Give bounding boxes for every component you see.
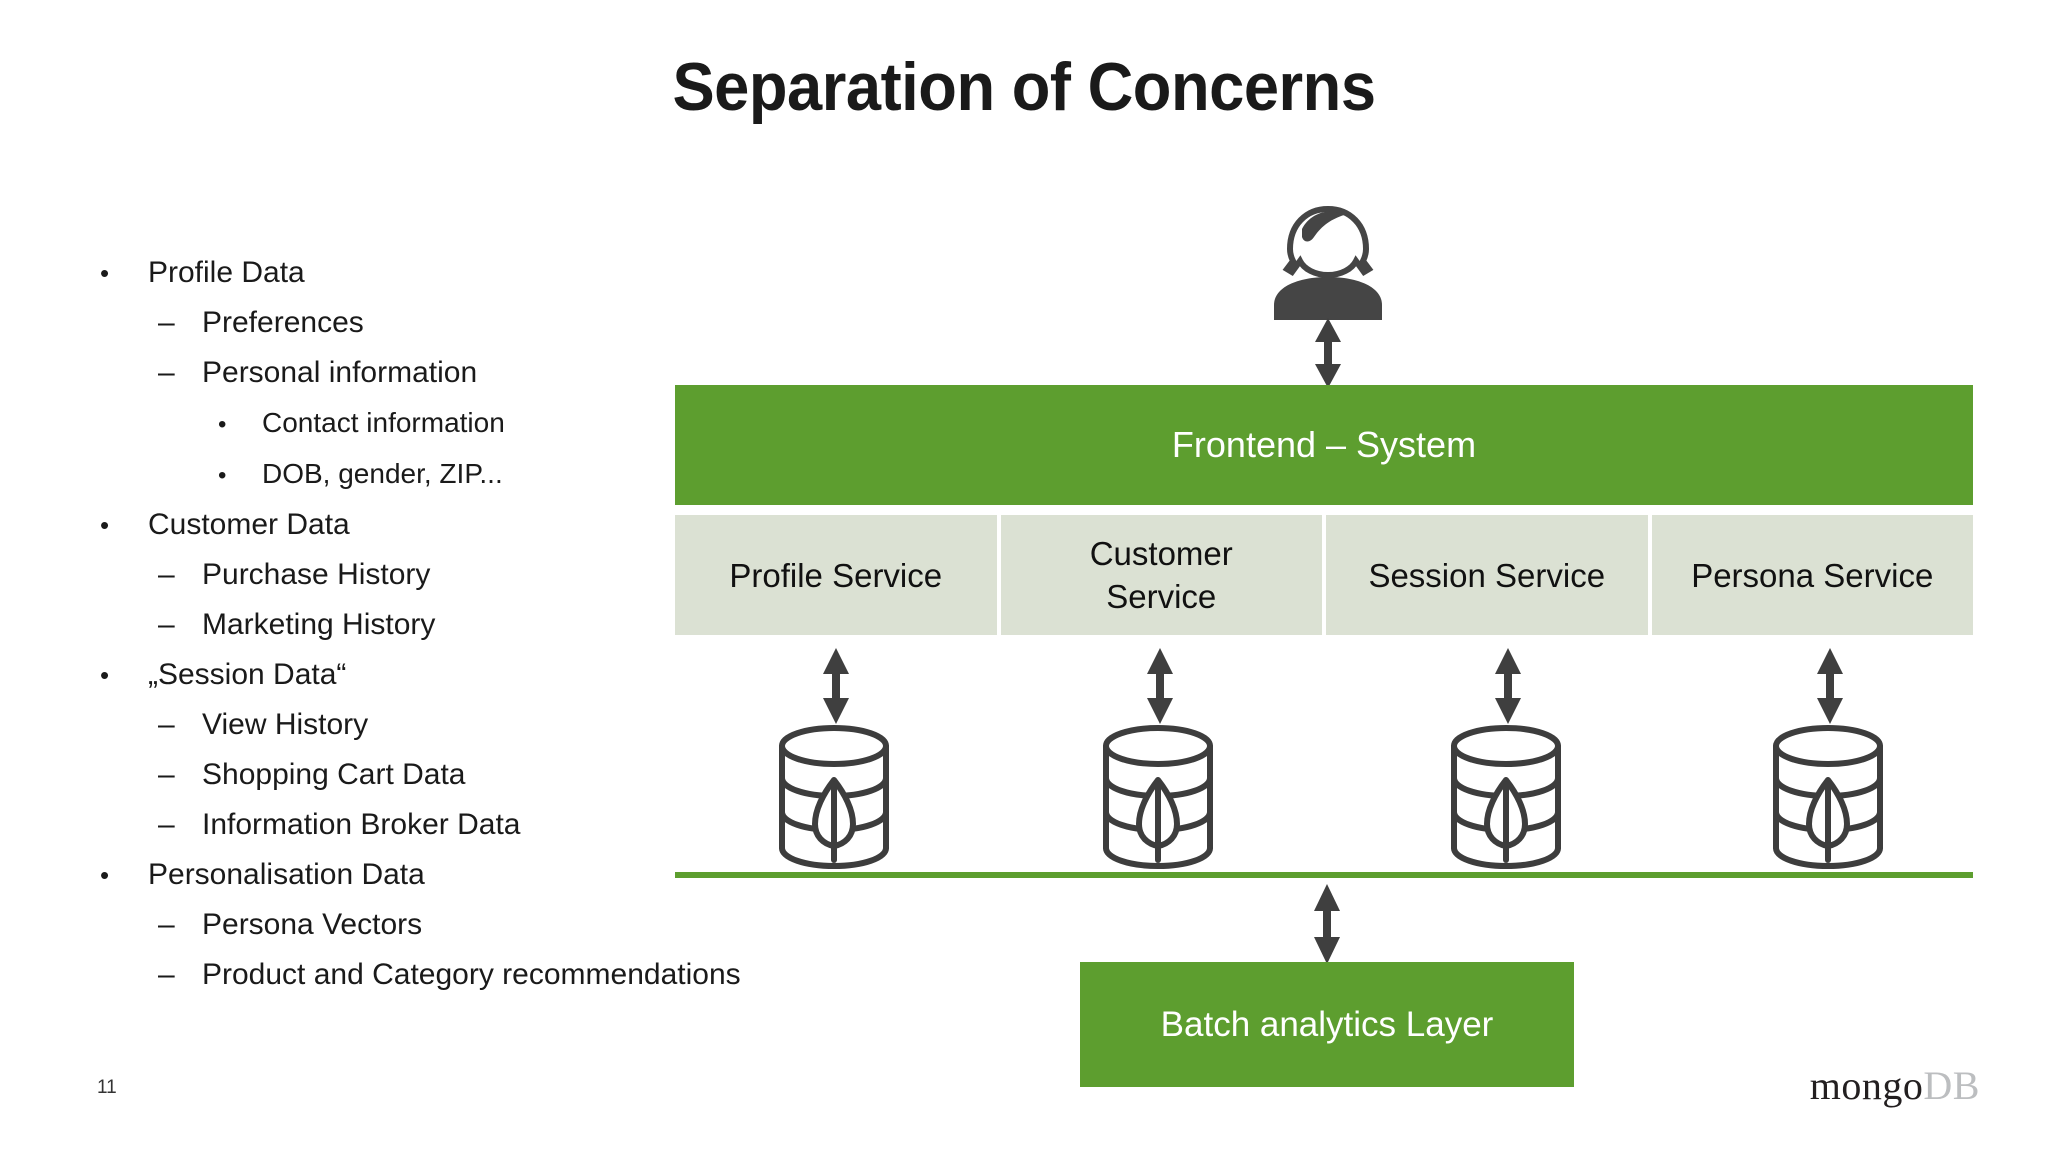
user-person-icon (1268, 195, 1388, 320)
bullet-item: –View History (100, 700, 900, 750)
logo-mongo-text: mongo (1809, 1063, 1924, 1108)
bullet-text: Persona Vectors (202, 908, 423, 941)
bullet-marker: • (100, 510, 110, 540)
batch-analytics-layer-box[interactable]: Batch analytics Layer (1080, 962, 1574, 1087)
data-layer-divider (675, 872, 1973, 878)
service-label-customer: Customer Service (1089, 535, 1233, 615)
bullet-item: • Contact information (100, 398, 900, 449)
bullet-marker: – (158, 958, 175, 991)
bullet-text: DOB, gender, ZIP... (262, 458, 503, 489)
service-label-session: Session Service (1368, 556, 1606, 594)
bullet-text: Marketing History (202, 608, 436, 641)
bullet-marker: • (218, 462, 227, 489)
bullet-text: „Session Data“ (148, 658, 347, 691)
frontend-system-label: Frontend – System (1171, 424, 1477, 465)
service-box-profile[interactable]: Profile Service (675, 515, 997, 635)
bullet-text: Shopping Cart Data (202, 758, 466, 791)
bullet-text: Information Broker Data (202, 808, 521, 841)
bullet-text: Preferences (202, 306, 364, 339)
mongodb-database-icon-customer (1099, 722, 1217, 872)
bullet-text: Personalisation Data (148, 858, 425, 891)
bullet-item: • Customer Data (100, 500, 900, 550)
bullet-text: Contact information (262, 407, 505, 438)
bullet-item: • DOB, gender, ZIP... (100, 449, 900, 500)
bullet-marker: – (158, 558, 175, 591)
bullet-marker: – (158, 306, 175, 339)
bullet-marker: – (158, 708, 175, 741)
bullet-text: View History (202, 708, 369, 741)
bullet-text: Purchase History (202, 558, 431, 591)
frontend-system-bar[interactable]: Frontend – System (675, 385, 1973, 505)
bullet-item: • „Session Data“ (100, 650, 900, 700)
bullet-marker: – (158, 908, 175, 941)
arrow-datalayer-to-batch (1309, 884, 1345, 969)
page-title: Separation of Concerns (672, 49, 1376, 125)
bullet-item: • Profile Data (100, 248, 900, 298)
batch-analytics-layer-label: Batch analytics Layer (1160, 1004, 1494, 1044)
bullet-item: • Personalisation Data (100, 850, 900, 900)
logo-db-text: DB (1923, 1063, 1980, 1108)
bullet-marker: • (100, 860, 110, 890)
service-box-customer[interactable]: Customer Service (1000, 515, 1322, 635)
mongodb-database-icon-persona (1769, 722, 1887, 872)
bullet-marker: • (218, 411, 227, 438)
arrow-session-service-to-db (1490, 648, 1526, 729)
service-row: Profile Service Customer Service Session… (675, 515, 1973, 635)
bullet-item: –Persona Vectors (100, 900, 900, 950)
arrow-customer-service-to-db (1142, 648, 1178, 729)
bullet-item: –Shopping Cart Data (100, 750, 900, 800)
bullet-marker: • (100, 258, 110, 288)
bullet-item: –Product and Category recommendations (100, 950, 900, 1000)
arrow-persona-service-to-db (1812, 648, 1848, 729)
bullet-item: –Personal information (100, 348, 900, 398)
bullet-text: Customer Data (148, 508, 350, 541)
bullet-marker: – (158, 758, 175, 791)
mongodb-logo: mongoDB (1810, 1062, 1980, 1109)
arrow-user-to-frontend (1310, 318, 1346, 393)
bullet-marker: – (158, 808, 175, 841)
bullet-text: Product and Category recommendations (202, 958, 741, 991)
mongodb-database-icon-profile (775, 722, 893, 872)
mongodb-database-icon-session (1447, 722, 1565, 872)
bullet-marker: – (158, 356, 175, 389)
bullet-item: –Information Broker Data (100, 800, 900, 850)
bullet-marker: – (158, 608, 175, 641)
service-label-profile: Profile Service (729, 556, 943, 594)
service-label-persona: Persona Service (1691, 556, 1934, 594)
page-number: 11 (97, 1077, 117, 1098)
service-box-persona[interactable]: Persona Service (1651, 515, 1973, 635)
bullet-list: •Profile Data–Preferences–Personal infor… (100, 248, 900, 1000)
bullet-item: –Purchase History (100, 550, 900, 600)
service-box-session[interactable]: Session Service (1326, 515, 1648, 635)
arrow-profile-service-to-db (818, 648, 854, 729)
bullet-marker: • (100, 660, 110, 690)
bullet-item: –Marketing History (100, 600, 900, 650)
bullet-text: Profile Data (148, 256, 305, 289)
bullet-text: Personal information (202, 356, 478, 389)
bullet-item: –Preferences (100, 298, 900, 348)
